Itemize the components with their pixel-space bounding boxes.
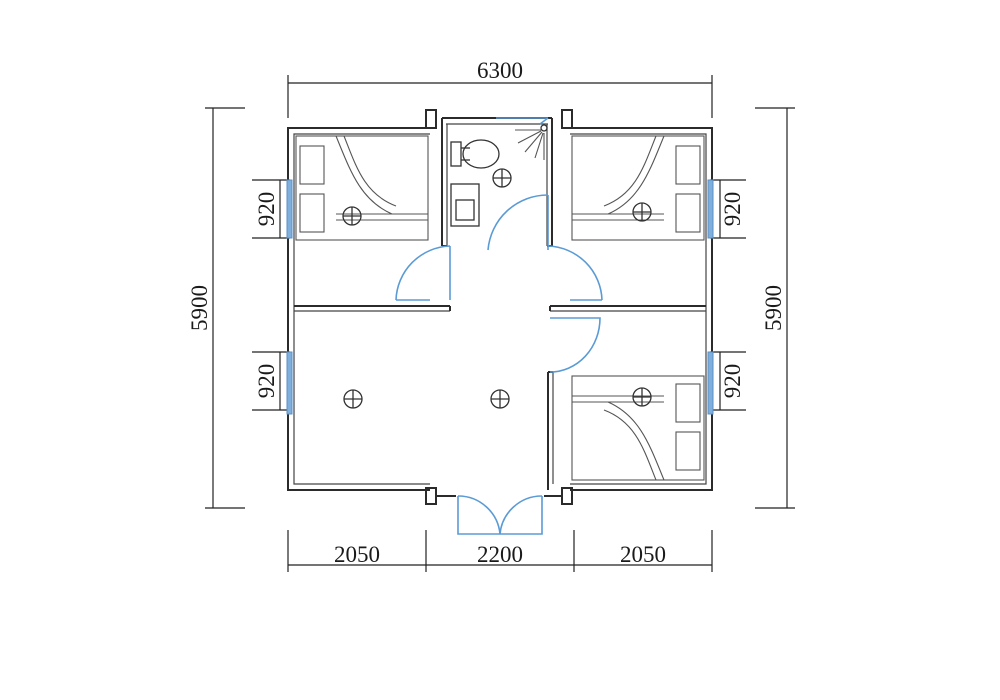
bed-top-left: [295, 135, 429, 241]
dimension-lines: [205, 75, 795, 572]
light-living-center-icon: [490, 389, 510, 409]
bed-top-right: [571, 135, 705, 241]
dim-window-bottom-right: 920: [720, 364, 745, 399]
shower-icon: [515, 124, 548, 160]
dim-overall-width: 6300: [477, 58, 523, 83]
dim-window-top-right: 920: [720, 192, 745, 227]
light-bathroom-icon: [492, 168, 512, 188]
window-top-right: [707, 179, 714, 239]
dim-overall-depth-left: 5900: [187, 285, 212, 331]
dim-overall-depth-right: 5900: [761, 285, 786, 331]
dim-bottom-left: 2050: [334, 542, 380, 567]
dim-bottom-right: 2050: [620, 542, 666, 567]
dim-window-top-left: 920: [254, 192, 279, 227]
light-living-left-icon: [343, 389, 363, 409]
dim-bottom-center: 2200: [477, 542, 523, 567]
bathroom-fixtures: [450, 124, 548, 227]
interior-walls: [294, 118, 706, 490]
toilet-icon: [450, 139, 500, 169]
window-bottom-right: [707, 351, 714, 415]
sink-icon: [450, 183, 480, 227]
doors: [395, 117, 603, 535]
windows: [286, 179, 714, 415]
light-bottom-right-icon: [632, 387, 652, 407]
window-bottom-left: [286, 351, 293, 415]
light-top-right-icon: [632, 202, 652, 222]
light-top-left-icon: [342, 206, 362, 226]
window-top-left: [286, 179, 293, 239]
bed-bottom-right: [571, 375, 705, 481]
dim-window-bottom-left: 920: [254, 364, 279, 399]
